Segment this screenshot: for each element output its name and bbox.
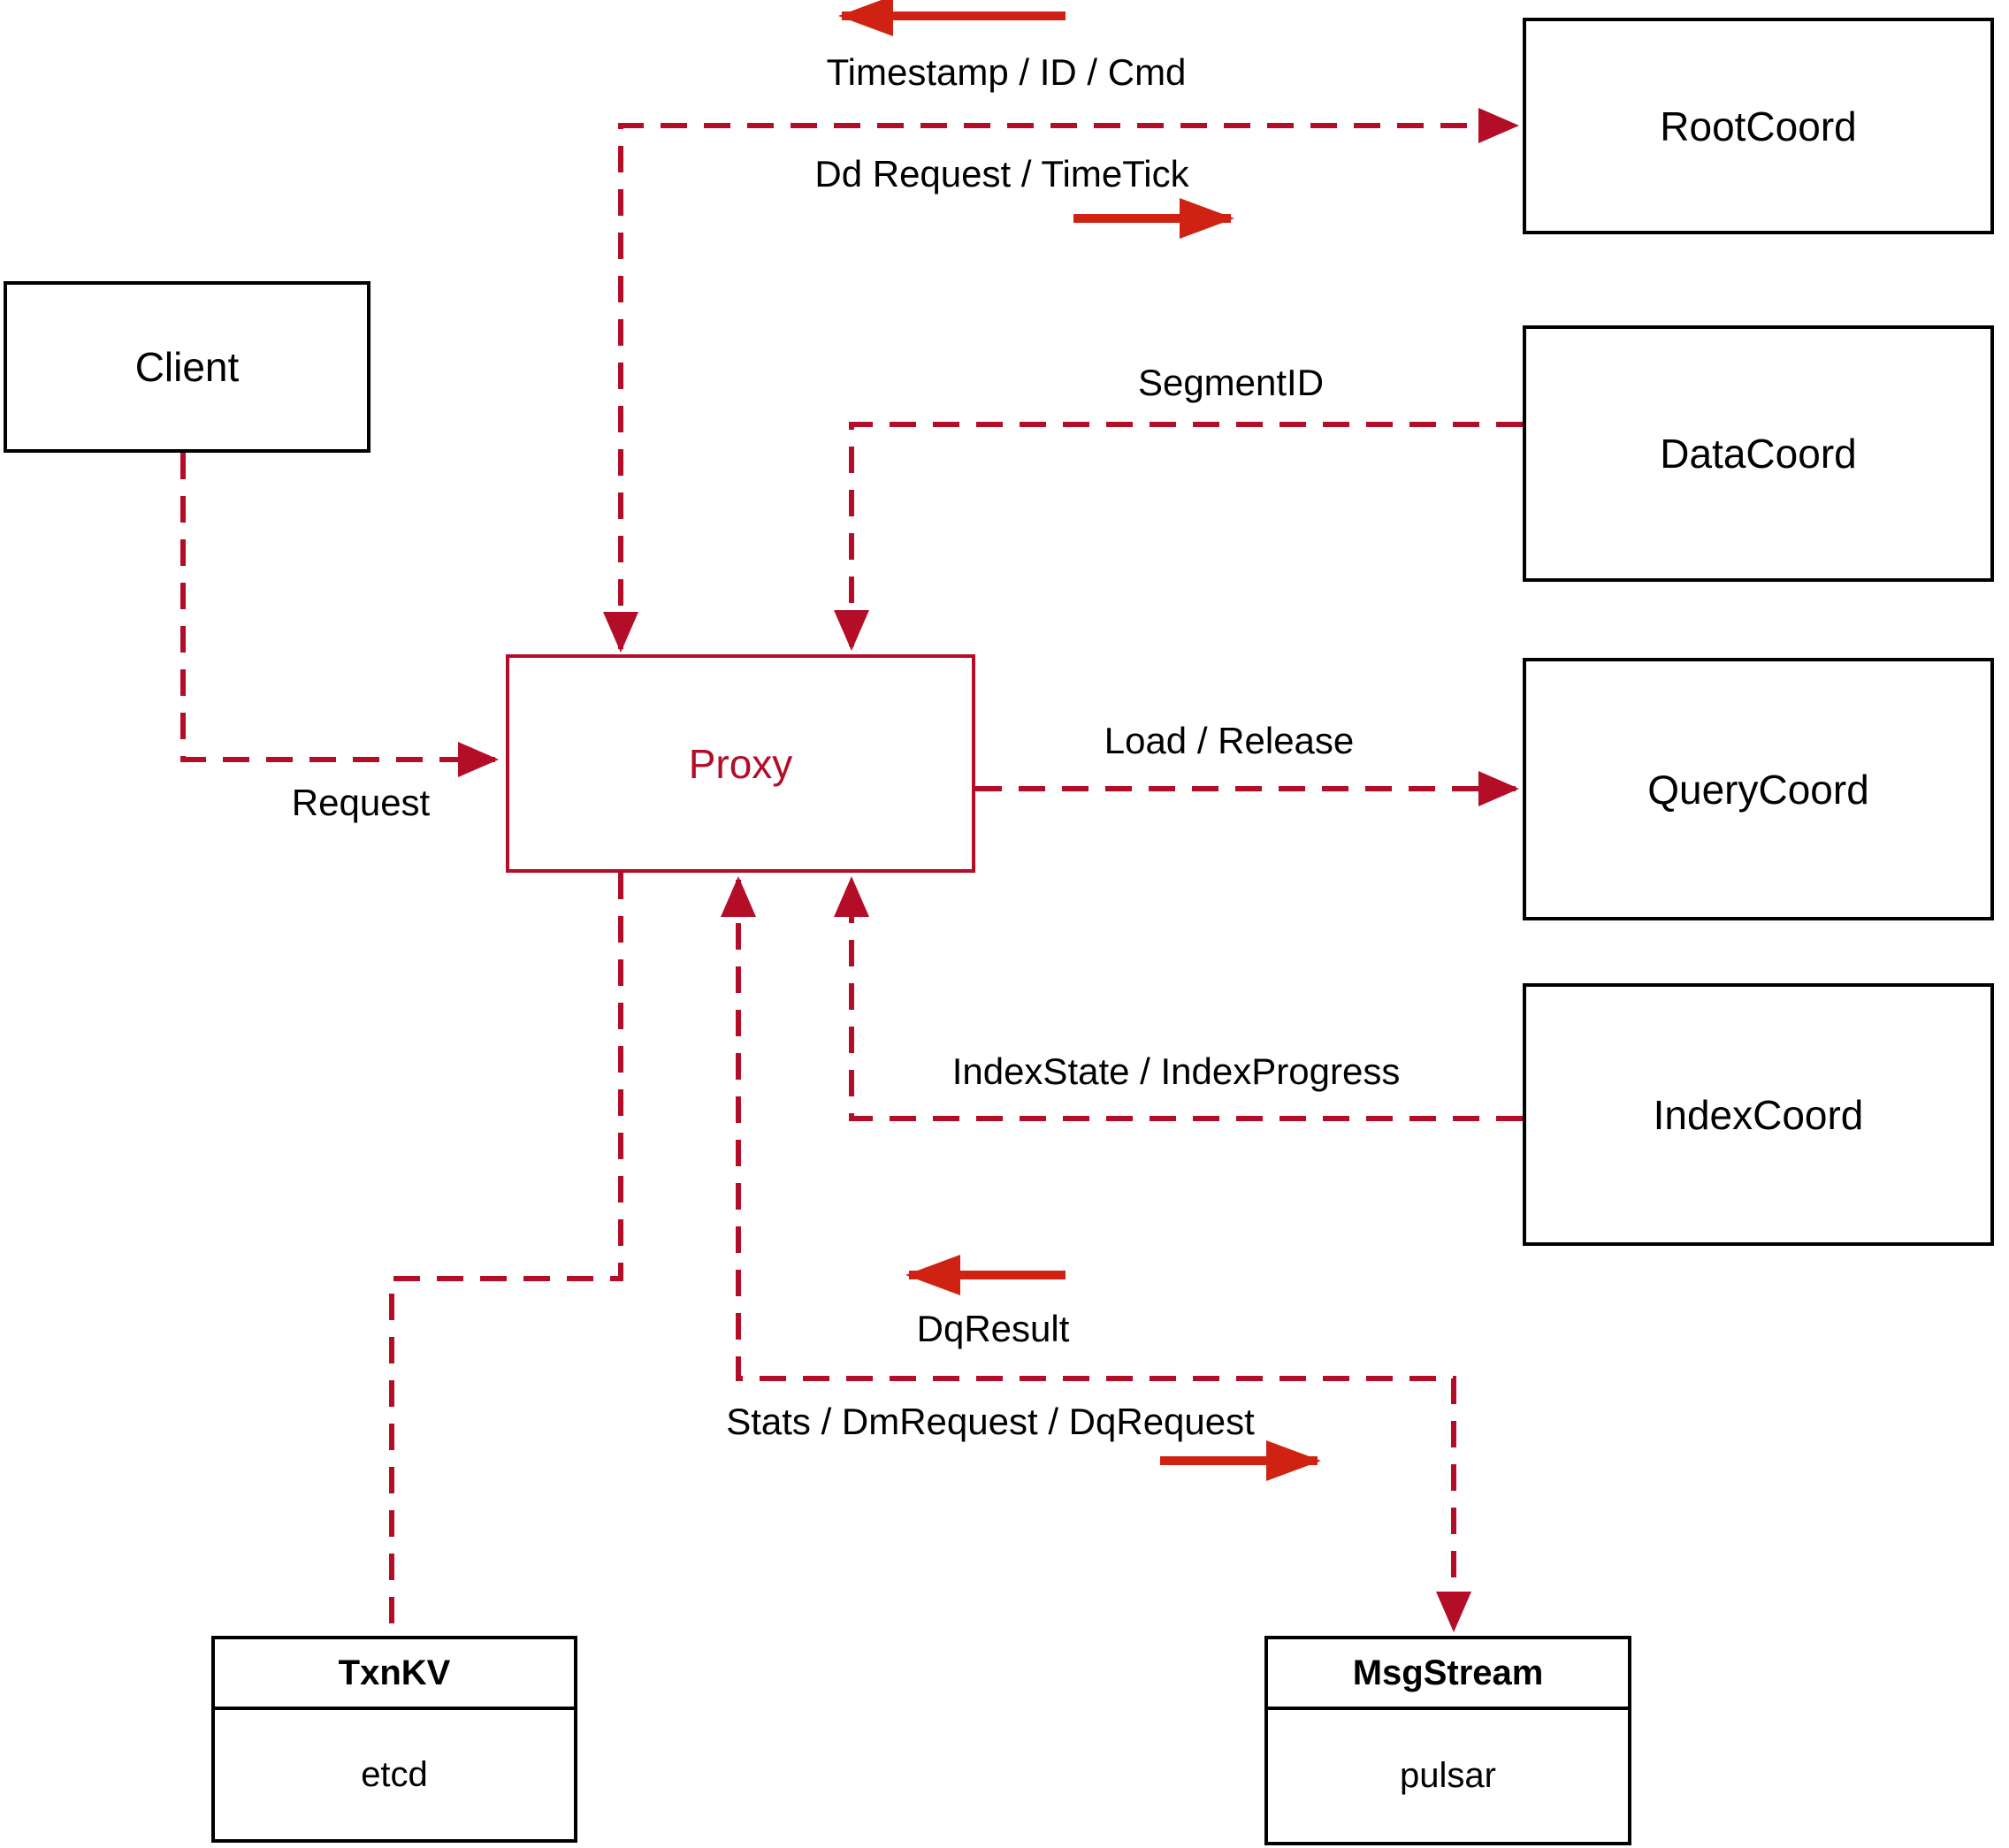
edge-label-segment-id: SegmentID	[1137, 362, 1325, 403]
querycoord-node: QueryCoord	[1523, 658, 1994, 920]
rootcoord-node: RootCoord	[1523, 18, 1994, 234]
txnkv-title: TxnKV	[215, 1639, 574, 1710]
datacoord-node: DataCoord	[1523, 325, 1994, 582]
edge-proxy-msgstream	[721, 876, 1471, 1632]
edge-client-proxy	[180, 453, 499, 777]
msgstream-node: MsgStream pulsar	[1264, 1636, 1631, 1845]
edge-proxy-rootcoord	[603, 108, 1519, 653]
edge-label-request: Request	[291, 782, 431, 823]
edge-label-dd-request: Dd Request / TimeTick	[814, 153, 1189, 195]
client-label: Client	[134, 344, 240, 390]
rootcoord-label: RootCoord	[1660, 103, 1857, 149]
querycoord-label: QueryCoord	[1647, 766, 1869, 813]
client-node: Client	[4, 281, 370, 453]
edge-label-dq-result: DqResult	[916, 1308, 1070, 1349]
txnkv-impl: etcd	[361, 1754, 428, 1794]
edge-label-timestamp: Timestamp / ID / Cmd	[826, 51, 1187, 93]
indexcoord-node: IndexCoord	[1523, 983, 1994, 1246]
proxy-label: Proxy	[688, 740, 793, 787]
edge-proxy-txnkv	[389, 873, 623, 1634]
proxy-node: Proxy	[506, 654, 975, 873]
edge-datacoord-proxy	[834, 422, 1523, 651]
edge-label-load-release: Load / Release	[1104, 720, 1355, 761]
indexcoord-label: IndexCoord	[1653, 1091, 1864, 1138]
msgstream-impl: pulsar	[1400, 1756, 1496, 1795]
edge-label-index-state: IndexState / IndexProgress	[951, 1050, 1401, 1092]
txnkv-node: TxnKV etcd	[211, 1636, 577, 1843]
datacoord-label: DataCoord	[1660, 431, 1857, 477]
edge-label-stats: Stats / DmRequest / DqRequest	[726, 1401, 1255, 1442]
msgstream-title: MsgStream	[1268, 1639, 1628, 1710]
